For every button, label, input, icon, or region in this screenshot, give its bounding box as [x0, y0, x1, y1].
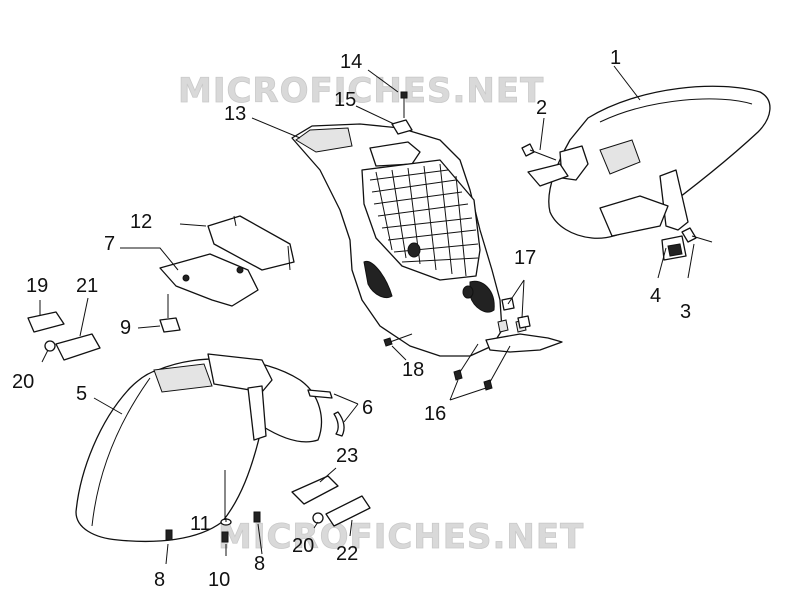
callout-18: 18	[402, 359, 424, 381]
callout-22: 22	[336, 543, 358, 565]
callout-2: 2	[536, 97, 547, 119]
screws-part-8	[165, 511, 261, 541]
reflector-lens-part-22	[325, 495, 371, 527]
screw-part-18	[383, 333, 413, 347]
watermark-bottom: MICROFICHES.NET	[218, 517, 584, 557]
watermark-top: MICROFICHES.NET	[178, 71, 544, 111]
callout-13: 13	[224, 103, 246, 125]
grille	[361, 159, 481, 281]
leader-lines	[39, 65, 695, 565]
callout-11: 11	[190, 513, 211, 535]
fastener-part-10-11	[220, 470, 232, 543]
rear-mudguard-part	[527, 85, 771, 261]
screw-part-14	[400, 91, 408, 118]
bracket-part-7	[159, 253, 259, 307]
callout-20-bottom: 20	[292, 535, 314, 557]
callout-numbers: 1 2 3 4 5 6 7 8 8 9 10 11 12 13 14 15 16…	[12, 47, 691, 591]
reflector-lens-part-21	[55, 333, 101, 361]
callout-17: 17	[514, 247, 536, 269]
hose-part-6	[307, 389, 345, 437]
callout-6: 6	[362, 397, 373, 419]
callout-8-right: 8	[254, 553, 265, 575]
callout-20-left: 20	[12, 371, 34, 393]
callout-21: 21	[76, 275, 98, 297]
callout-8-left: 8	[154, 569, 165, 591]
screws-part-16	[453, 343, 511, 391]
callout-5: 5	[76, 383, 87, 405]
washer-part-20-left	[44, 340, 56, 352]
screw-part-2	[521, 143, 557, 161]
callout-7: 7	[104, 233, 115, 255]
callout-14: 14	[340, 51, 362, 73]
clip-part-9	[159, 317, 181, 333]
front-mudguard-part	[75, 353, 322, 543]
bracket-part-12	[207, 215, 295, 271]
callout-16: 16	[424, 403, 446, 425]
callout-12: 12	[130, 211, 152, 233]
callout-4: 4	[650, 285, 661, 307]
callout-9: 9	[120, 317, 131, 339]
callout-1: 1	[610, 47, 621, 69]
reflector-part-19	[27, 311, 65, 333]
reflector-part-23	[291, 475, 339, 505]
callout-23: 23	[336, 445, 358, 467]
callout-15: 15	[334, 89, 356, 111]
callout-3: 3	[680, 301, 691, 323]
callout-10: 10	[208, 569, 230, 591]
screw-part-3	[681, 227, 713, 243]
washer-part-20-bottom	[312, 512, 324, 524]
clip-part-15	[391, 119, 413, 135]
inner-liner-part	[291, 123, 563, 357]
callout-19: 19	[26, 275, 48, 297]
